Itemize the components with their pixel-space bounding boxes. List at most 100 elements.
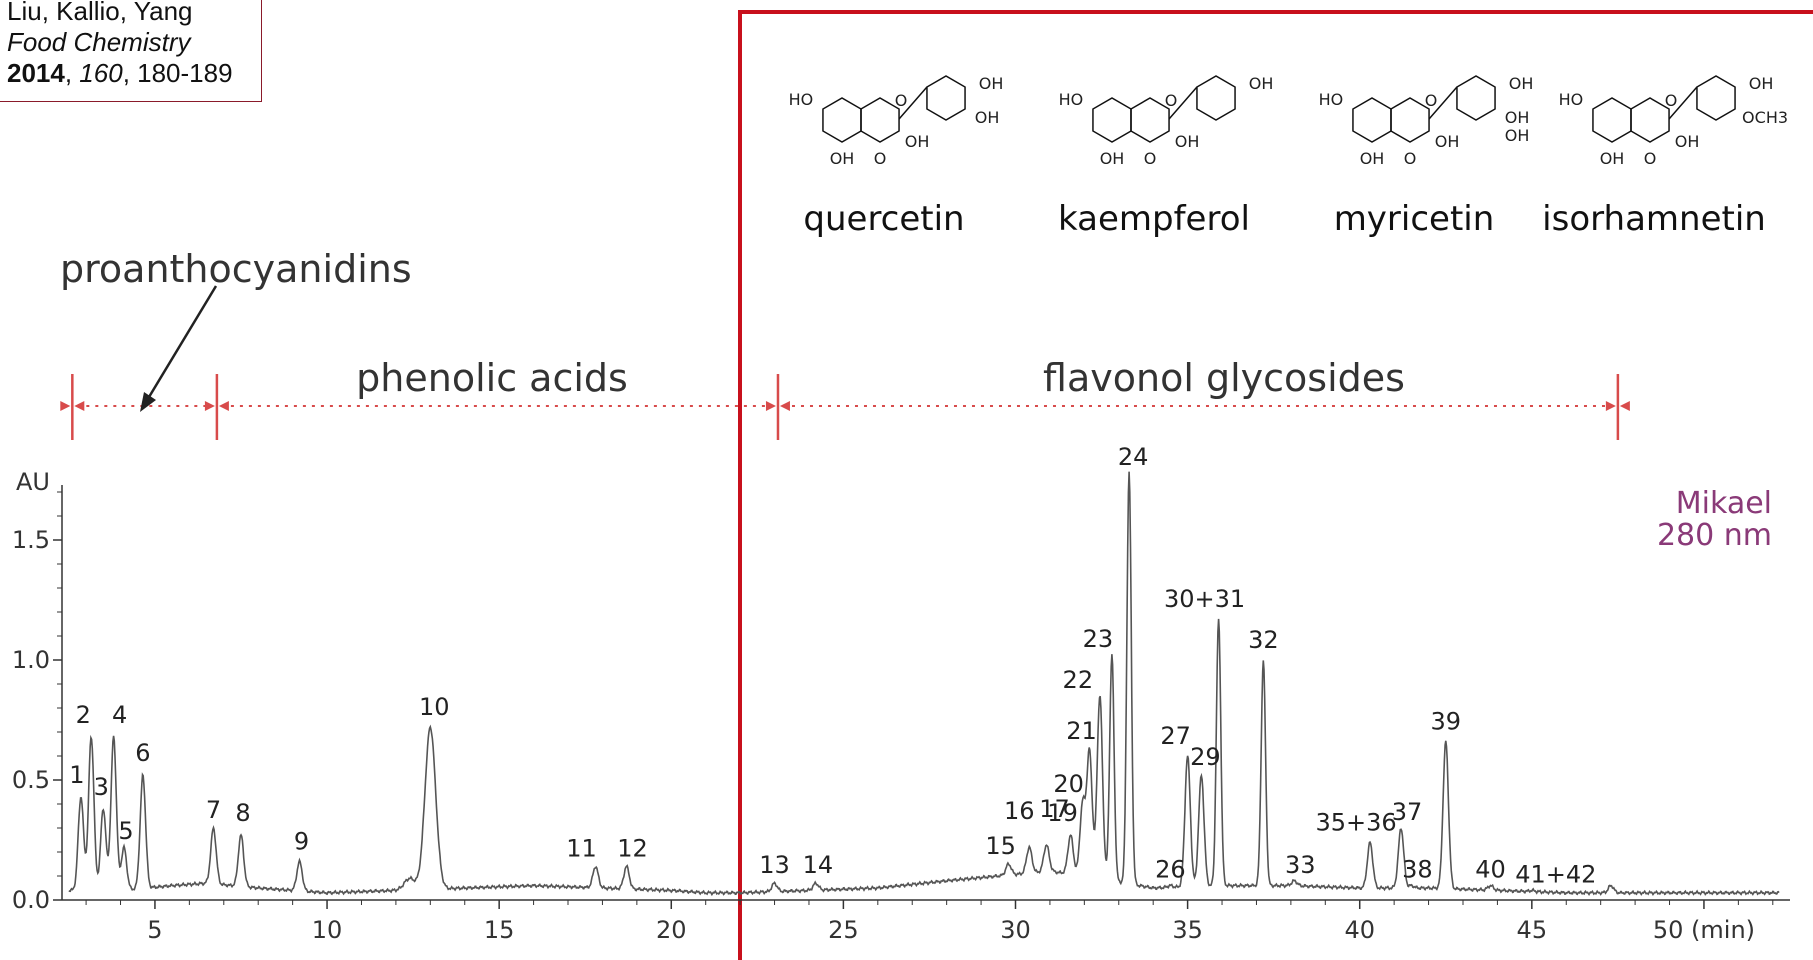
- peak-label: 26: [1155, 856, 1186, 884]
- y-tick-label: 0.5: [12, 766, 50, 794]
- peak-label: 27: [1160, 722, 1191, 750]
- x-tick-label: 20: [656, 916, 687, 944]
- substituent: OH: [979, 74, 1004, 93]
- range-arrow-left: [74, 401, 85, 411]
- peak-label: 9: [294, 828, 309, 856]
- peak-label: 23: [1083, 625, 1114, 653]
- compound-name: quercetin: [803, 199, 964, 239]
- y-tick-label: 1.0: [12, 646, 50, 674]
- peak-label: 3: [94, 773, 109, 801]
- x-tick-label: 35: [1172, 916, 1203, 944]
- ring: [822, 97, 862, 143]
- ring-oxygen: O: [1425, 91, 1438, 110]
- substituent: O: [1404, 149, 1417, 168]
- peak-label: 8: [235, 799, 250, 827]
- ring: [860, 97, 900, 143]
- peak-label: 2: [76, 701, 91, 729]
- range-arrow-left: [779, 401, 790, 411]
- peak-label: 21: [1066, 717, 1097, 745]
- range-arrow-left: [1619, 401, 1630, 411]
- peak-label: 13: [759, 851, 790, 879]
- ring: [1390, 97, 1430, 143]
- substituent: OH: [1249, 74, 1274, 93]
- ring-oxygen: O: [895, 91, 908, 110]
- compound-name: kaempferol: [1058, 199, 1250, 239]
- substituent: OH: [1509, 74, 1534, 93]
- substituent: OH: [1435, 132, 1460, 151]
- substituent: OH: [1175, 132, 1200, 151]
- x-tick-label: 40: [1344, 916, 1375, 944]
- peak-label: 5: [118, 817, 133, 845]
- compound-name: myricetin: [1334, 199, 1495, 239]
- substituent: OH: [1100, 149, 1125, 168]
- x-tick-label: 25: [828, 916, 859, 944]
- peak-label: 20: [1053, 770, 1084, 798]
- proanthocyanidins-arrow: [144, 285, 218, 403]
- flavonol-frame: [738, 10, 1813, 960]
- peak-label: 32: [1248, 626, 1279, 654]
- substituent: OH: [1749, 74, 1774, 93]
- substituent: OH: [1505, 108, 1530, 127]
- peak-label: 11: [566, 834, 597, 862]
- peak-label: 30+31: [1164, 585, 1245, 613]
- peak-label: 10: [419, 693, 450, 721]
- range-arrow-right: [204, 401, 215, 411]
- ring: [1196, 75, 1236, 121]
- substituent: OH: [1505, 126, 1530, 145]
- substituent: OH: [1600, 149, 1625, 168]
- substituent: HO: [789, 90, 814, 109]
- x-tick-label: 45: [1517, 916, 1548, 944]
- peak-label: 39: [1431, 708, 1462, 736]
- ring-oxygen: O: [1665, 91, 1678, 110]
- ring-oxygen: O: [1165, 91, 1178, 110]
- proanthocyanidins-label: proanthocyanidins: [60, 247, 412, 291]
- y-axis-label: AU: [16, 468, 50, 496]
- peak-label: 16: [1004, 797, 1035, 825]
- citation-volume: 160: [79, 58, 123, 88]
- substituent: OH: [1675, 132, 1700, 151]
- peak-label: 29: [1190, 743, 1221, 771]
- y-tick-label: 1.5: [12, 526, 50, 554]
- substituent: HO: [1059, 90, 1084, 109]
- range-arrow-right: [60, 401, 71, 411]
- bond: [898, 86, 928, 120]
- x-tick-label: 5: [147, 916, 162, 944]
- peak-label: 15: [985, 832, 1016, 860]
- range-markers: [60, 374, 1630, 440]
- x-tick-label: 15: [484, 916, 515, 944]
- ring: [926, 75, 966, 121]
- substituent: OH: [830, 149, 855, 168]
- range-arrow-right: [765, 401, 776, 411]
- ring: [1592, 97, 1632, 143]
- substituent: O: [874, 149, 887, 168]
- peak-label: 12: [617, 834, 648, 862]
- citation-journal-name: Food Chemistry: [7, 27, 191, 57]
- peak-label: 6: [135, 739, 150, 767]
- peak-label: 24: [1118, 443, 1149, 471]
- peak-label: 4: [112, 701, 127, 729]
- peak-label: 33: [1285, 851, 1316, 879]
- ring: [1696, 75, 1736, 121]
- peak-label: 35+36: [1315, 808, 1396, 836]
- bond: [1168, 86, 1198, 120]
- peak-label: 7: [206, 796, 221, 824]
- bond: [1428, 86, 1458, 120]
- peak-label: 40: [1475, 856, 1506, 884]
- proanthocyanidins-arrowhead: [140, 392, 156, 412]
- substituent: OCH3: [1742, 108, 1788, 127]
- ring: [1456, 75, 1496, 121]
- flavonol-glycosides-label: flavonol glycosides: [1043, 356, 1405, 400]
- ring: [1630, 97, 1670, 143]
- bond: [1668, 86, 1698, 120]
- substituent: HO: [1319, 90, 1344, 109]
- citation-ref: 2014, 160, 180-189: [7, 58, 233, 88]
